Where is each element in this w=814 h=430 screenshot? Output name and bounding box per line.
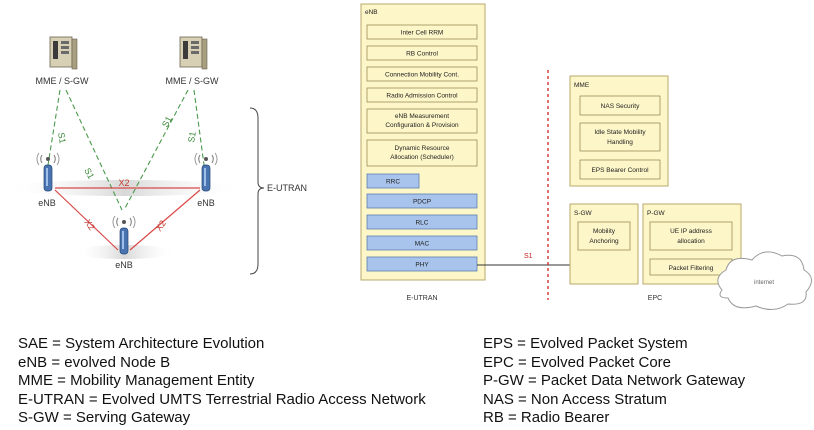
glossary-entry: P-GW = Packet Data Network Gateway [483, 372, 746, 389]
rrm-label-line1: eNB Measurement [395, 113, 449, 120]
stack-label: RLC [415, 220, 428, 227]
mme-item-box [579, 159, 661, 180]
rrm-box [366, 87, 478, 103]
sgw-item-box [577, 221, 631, 251]
glossary-entry: EPS = Evolved Packet System [483, 335, 688, 352]
glossary-entry: E-UTRAN = Evolved UMTS Terrestrial Radio… [18, 390, 426, 408]
x2-link [129, 189, 201, 251]
pgw-title: P-GW [647, 210, 666, 217]
mme-item-label: EPS Bearer Control [591, 167, 649, 174]
mme-item-box [579, 95, 661, 116]
rrm-label: Connection Mobility Cont. [385, 72, 459, 79]
stack-label: PHY [415, 262, 429, 269]
rrm-label: Inter Cell RRM [401, 30, 444, 37]
stack-box [366, 193, 478, 209]
mme-item-box [579, 122, 661, 152]
glossary-entry: S-GW = Serving Gateway [18, 409, 191, 426]
mme-item-label-line2: Handling [607, 139, 633, 146]
x2-links [54, 187, 201, 251]
glossary-entry: EPC = Evolved Packet Core [483, 353, 672, 371]
enb-bottom-label: eNB [115, 260, 133, 270]
eutran-brace [249, 107, 265, 275]
sgw-title: S-GW [574, 210, 593, 217]
rrc-box [366, 173, 420, 189]
pgw-item-line1: UE IP address [670, 228, 713, 235]
glossary-entry: MME = Mobility Management Entity [18, 372, 255, 389]
rrc-label: RRC [386, 179, 400, 186]
mme-server-right-icon [179, 36, 208, 70]
mme-server-left-icon [49, 36, 78, 70]
stack-box [366, 214, 478, 230]
s1-label: S1 [82, 166, 96, 180]
sgw-item-line2: Anchoring [589, 238, 619, 245]
glossary-left-column: SAE = System Architecture Evolution eNB … [18, 335, 426, 428]
stack-label: MAC [415, 241, 430, 248]
x2-link [54, 189, 119, 251]
glossary-entry: RB = Radio Bearer [483, 409, 610, 426]
x2-label: X2 [118, 178, 129, 188]
topology: MME / S-GW MME / S-GW S1 S1 S1 S1 X2 X2 … [5, 36, 307, 275]
stack-box [366, 256, 478, 272]
mme-item-label: NAS Security [601, 103, 640, 110]
rrm-box [366, 108, 478, 134]
glossary-entry: SAE = System Architecture Evolution [18, 335, 265, 352]
s1-label: S1 [160, 115, 174, 129]
enb-title: eNB [365, 9, 378, 16]
rrm-box [366, 24, 478, 40]
s1-link [123, 89, 189, 211]
mme-item-label-line1: Idle State Mobility [594, 129, 646, 136]
sgw-item-line1: Mobility [593, 228, 616, 235]
pgw-item-box [649, 221, 733, 251]
stack-box [366, 235, 478, 251]
glossary: SAE = System Architecture Evolution eNB … [0, 335, 814, 430]
epc-block: MME NAS Security Idle State Mobility Han… [569, 75, 812, 310]
x2-label: X2 [82, 217, 97, 232]
enb-left-label: eNB [38, 198, 56, 208]
rrm-box [366, 45, 478, 61]
s1-label: S1 [56, 132, 68, 145]
eutran-caption: E-UTRAN [406, 295, 437, 302]
glossary-entry: NAS = Non Access Stratum [483, 390, 667, 408]
eutran-brace-label: E-UTRAN [267, 183, 307, 193]
pgw-item-label: Packet Filtering [669, 265, 714, 272]
glossary-entry: eNB = evolved Node B [18, 353, 171, 371]
rrm-label-line1: Dynamic Resource [395, 145, 450, 152]
mme-right-label: MME / S-GW [166, 76, 219, 86]
rrm-label-line2: Allocation (Scheduler) [390, 154, 454, 161]
s1-link [47, 89, 61, 166]
glossary-right-column: EPS = Evolved Packet System EPC = Evolve… [483, 335, 745, 428]
enb-right-label: eNB [197, 198, 215, 208]
epc-caption: EPC [648, 295, 662, 302]
rrm-label: RB Control [406, 51, 438, 58]
s1-links [47, 89, 205, 211]
pgw-item-line2: allocation [677, 238, 705, 245]
mme-title: MME [574, 82, 590, 89]
rrm-label: Radio Admission Control [386, 93, 458, 100]
s1-label: S1 [186, 131, 198, 144]
internet-cloud-icon: internet [717, 251, 812, 310]
rrm-label-line2: Configuration & Provision [385, 122, 459, 129]
internet-label: internet [754, 280, 774, 286]
stack-label: PDCP [413, 199, 431, 206]
s1-interface-label: S1 [524, 253, 533, 260]
enb-block: eNB Inter Cell RRM RB Control Connection… [360, 3, 486, 302]
rrm-box [366, 139, 478, 167]
s1-link [193, 89, 205, 166]
s1-link [65, 89, 123, 211]
rrm-box [366, 66, 478, 82]
mme-left-label: MME / S-GW [36, 76, 89, 86]
x2-label: X2 [153, 218, 168, 233]
